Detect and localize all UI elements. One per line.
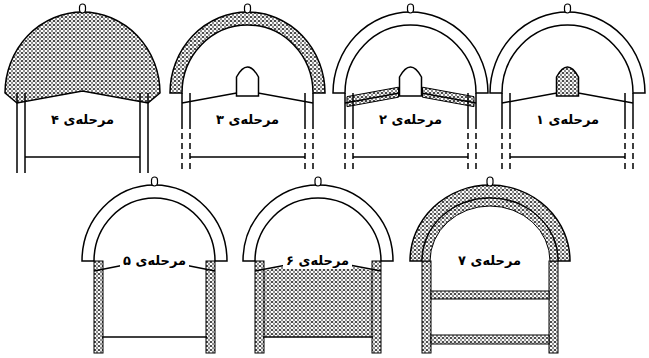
tunnel-stage: مرحله‌ی ۲ (333, 8, 488, 173)
stage-label: مرحله‌ی ۷ (455, 253, 524, 269)
tunnel-stage: مرحله‌ی ۳ (170, 8, 325, 173)
tunnel-section (490, 8, 645, 173)
tunnel-stage: مرحله‌ی ۴ (5, 8, 160, 173)
stage-label: مرحله‌ی ۶ (283, 253, 352, 269)
stage-label: مرحله‌ی ۵ (120, 253, 189, 269)
tunnel-section (333, 8, 488, 173)
tunnel-stage: مرحله‌ی ۶ (243, 181, 393, 353)
tunnel-section (5, 8, 160, 173)
tunnel-stage: مرحله‌ی ۵ (82, 181, 227, 353)
stage-label: مرحله‌ی ۳ (213, 112, 282, 128)
tunnel-section (170, 8, 325, 173)
stage-label: مرحله‌ی ۲ (376, 112, 445, 128)
stage-label: مرحله‌ی ۴ (48, 112, 117, 128)
tunnel-stage: مرحله‌ی ۱ (490, 8, 645, 173)
stage-label: مرحله‌ی ۱ (533, 112, 602, 128)
tunnel-stage: مرحله‌ی ۷ (410, 181, 570, 353)
